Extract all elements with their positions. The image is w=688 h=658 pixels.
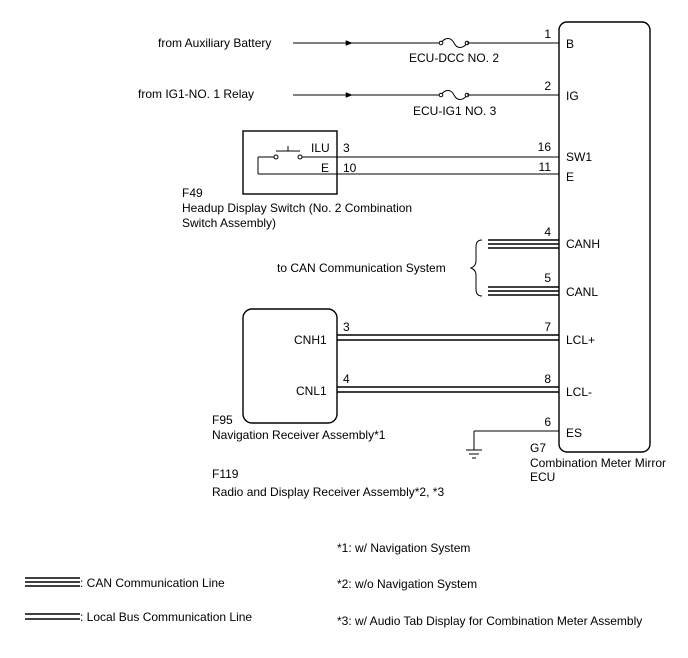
receiver-code-2: F119: [212, 467, 239, 481]
note-3: *3: w/ Audio Tab Display for Combination…: [337, 614, 642, 628]
receiver-pin-cnl1-num: 4: [343, 372, 350, 386]
ecu-box: [558, 21, 651, 453]
switch-pin-e-num: 10: [343, 161, 357, 175]
switch-contact-left: [273, 154, 279, 160]
switch-code: F49: [182, 186, 203, 200]
can-brace: [469, 239, 483, 297]
switch-name-line2: Switch Assembly): [182, 216, 276, 230]
ecu-pin-ig-label: IG: [566, 89, 579, 103]
ecu-pin-canh-label: CANH: [566, 237, 600, 251]
legend-can-label: : CAN Communication Line: [80, 576, 225, 590]
fuse-1-terminal-left: [438, 40, 444, 46]
ecu-code: G7: [530, 441, 546, 455]
aux-battery-label: from Auxiliary Battery: [158, 36, 271, 50]
ecu-pin-num-1: 1: [544, 27, 551, 41]
ecu-name-line1: Combination Meter Mirror: [530, 456, 666, 470]
switch-pin-e-label: E: [321, 161, 329, 175]
ecu-pin-e-label: E: [566, 170, 574, 184]
fuse-1-label: ECU-DCC NO. 2: [409, 51, 499, 65]
ecu-pin-num-11: 11: [539, 160, 552, 174]
ecu-pin-num-5: 5: [544, 271, 551, 285]
ecu-pin-num-8: 8: [544, 372, 551, 386]
ecu-pin-canl-label: CANL: [566, 285, 598, 299]
ecu-pin-num-6: 6: [544, 415, 551, 429]
fuse-2-terminal-left: [438, 92, 444, 98]
ecu-name-line2: ECU: [530, 470, 555, 484]
ecu-pin-b-label: B: [566, 37, 574, 51]
receiver-name-1: Navigation Receiver Assembly*1: [212, 428, 386, 442]
ecu-pin-num-16: 16: [538, 140, 552, 154]
receiver-name-2: Radio and Display Receiver Assembly*2, *…: [212, 485, 444, 499]
legend-local-label: : Local Bus Communication Line: [80, 610, 252, 624]
switch-pin-ilu-label: ILU: [311, 141, 330, 155]
ig1-relay-label: from IG1-NO. 1 Relay: [138, 87, 254, 101]
receiver-box: [242, 308, 338, 424]
receiver-pin-cnh1-label: CNH1: [294, 333, 327, 347]
receiver-code-1: F95: [212, 413, 233, 427]
ecu-pin-num-4: 4: [544, 225, 551, 239]
switch-contact-right: [297, 154, 303, 160]
ecu-pin-es-label: ES: [566, 426, 582, 440]
note-2: *2: w/o Navigation System: [337, 577, 477, 591]
switch-box: [242, 130, 338, 195]
receiver-pin-cnl1-label: CNL1: [296, 384, 327, 398]
fuse-1-symbol: [440, 38, 468, 48]
note-1: *1: w/ Navigation System: [337, 541, 470, 555]
ecu-pin-lclp-label: LCL+: [566, 333, 595, 347]
switch-pin-ilu-num: 3: [343, 141, 350, 155]
ecu-pin-sw1-label: SW1: [566, 150, 592, 164]
fuse-2-label: ECU-IG1 NO. 3: [413, 104, 497, 118]
receiver-pin-cnh1-num: 3: [343, 320, 350, 334]
can-system-label: to CAN Communication System: [277, 261, 446, 275]
ecu-pin-lclm-label: LCL-: [566, 385, 592, 399]
switch-name-line1: Headup Display Switch (No. 2 Combination: [182, 201, 412, 215]
ecu-pin-num-2: 2: [544, 79, 551, 93]
fuse-2-symbol: [440, 90, 468, 100]
ecu-pin-num-7: 7: [544, 320, 551, 334]
